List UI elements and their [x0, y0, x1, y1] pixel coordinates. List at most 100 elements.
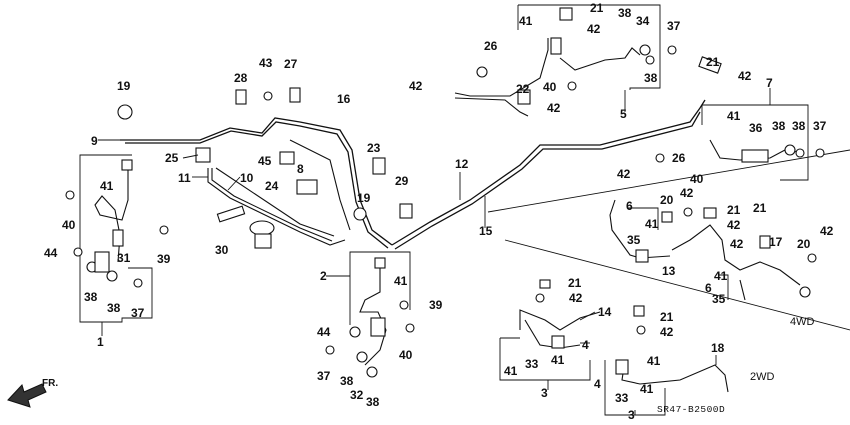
callout: 42: [738, 69, 752, 83]
callout: 38: [792, 119, 806, 133]
components: [7, 7, 825, 408]
callout: 21: [753, 201, 767, 215]
callout-numbers: 21 41 42 38 34 37 26 21 42 42 22 40 42 3…: [44, 1, 834, 422]
callout: 6: [705, 281, 712, 295]
front-marker-label: FR.: [42, 378, 58, 389]
callout: 31: [117, 251, 131, 265]
callout: 40: [543, 80, 557, 94]
callout: 38: [772, 119, 786, 133]
callout: 21: [590, 1, 604, 15]
callout: 40: [62, 218, 76, 232]
callout: 18: [711, 341, 725, 355]
callout: 7: [766, 76, 773, 90]
callout: 26: [672, 151, 686, 165]
assembly-frames: [79, 4, 809, 416]
callout: 21: [660, 310, 674, 324]
main-brake-pipes: [120, 38, 706, 250]
callout: 42: [820, 224, 834, 238]
callout: 24: [265, 179, 279, 193]
callout: 13: [662, 264, 676, 278]
callout: 22: [516, 82, 530, 96]
callout: 41: [519, 14, 533, 28]
diagram-code: SR47-B2500D: [657, 404, 725, 415]
callout: 14: [598, 305, 612, 319]
callout: 38: [84, 290, 98, 304]
callout: 25: [165, 151, 179, 165]
callout: 34: [636, 14, 650, 28]
callout: 41: [640, 382, 654, 396]
callout: 1: [97, 335, 104, 349]
callout: 42: [587, 22, 601, 36]
callout: 41: [551, 353, 565, 367]
callout: 38: [107, 301, 121, 315]
callout: 5: [620, 107, 627, 121]
callout: 28: [234, 71, 248, 85]
callout: 41: [100, 179, 114, 193]
callout: 37: [813, 119, 827, 133]
callout: 12: [455, 157, 469, 171]
callout: 21: [706, 55, 720, 69]
callout: 39: [429, 298, 443, 312]
callout: 41: [394, 274, 408, 288]
label-2wd: 2WD: [750, 371, 775, 383]
callout: 29: [395, 174, 409, 188]
callout: 30: [215, 243, 229, 257]
callout: 35: [712, 292, 726, 306]
callout: 41: [727, 109, 741, 123]
callout: 45: [258, 154, 272, 168]
callout: 38: [340, 374, 354, 388]
callout: 26: [484, 39, 498, 53]
callout: 41: [645, 217, 659, 231]
callout: 32: [350, 388, 364, 402]
callout: 9: [91, 134, 98, 148]
callout: 37: [667, 19, 681, 33]
callout: 16: [337, 92, 351, 106]
callout: 44: [317, 325, 331, 339]
callout: 42: [409, 79, 423, 93]
callout: 38: [618, 6, 632, 20]
callout: 35: [627, 233, 641, 247]
callout: 2: [320, 269, 327, 283]
callout: 19: [357, 191, 371, 205]
callout: 42: [569, 291, 583, 305]
callout: 41: [647, 354, 661, 368]
callout: 42: [547, 101, 561, 115]
callout: 23: [367, 141, 381, 155]
callout: 33: [615, 391, 629, 405]
callout: 4: [582, 338, 589, 352]
callout: 6: [626, 199, 633, 213]
callout: 42: [660, 325, 674, 339]
callout: 8: [297, 162, 304, 176]
callout: 11: [178, 171, 191, 185]
callout: 17: [769, 235, 783, 249]
callout: 39: [157, 252, 171, 266]
callout: 38: [366, 395, 380, 409]
callout: 44: [44, 246, 58, 260]
callout: 42: [680, 186, 694, 200]
callout: 41: [714, 269, 728, 283]
variant-labels: 4WD 2WD SR47-B2500D FR.: [42, 316, 815, 415]
callout: 40: [690, 172, 704, 186]
callout: 19: [117, 79, 131, 93]
callout: 42: [727, 218, 741, 232]
callout: 3: [628, 408, 635, 422]
callout: 36: [749, 121, 763, 135]
callout: 21: [727, 203, 741, 217]
callout: 40: [399, 348, 413, 362]
front-arrow-icon: [7, 383, 47, 408]
callout: 38: [644, 71, 658, 85]
callout: 27: [284, 57, 298, 71]
callout: 20: [797, 237, 811, 251]
callout: 20: [660, 193, 674, 207]
callout: 42: [730, 237, 744, 251]
callout: 42: [617, 167, 631, 181]
callout: 15: [479, 224, 493, 238]
callout: 3: [541, 386, 548, 400]
callout: 10: [240, 171, 254, 185]
callout: 4: [594, 377, 601, 391]
callout: 33: [525, 357, 539, 371]
callout: 43: [259, 56, 273, 70]
leader-lines: [98, 88, 771, 415]
callout: 41: [504, 364, 518, 378]
